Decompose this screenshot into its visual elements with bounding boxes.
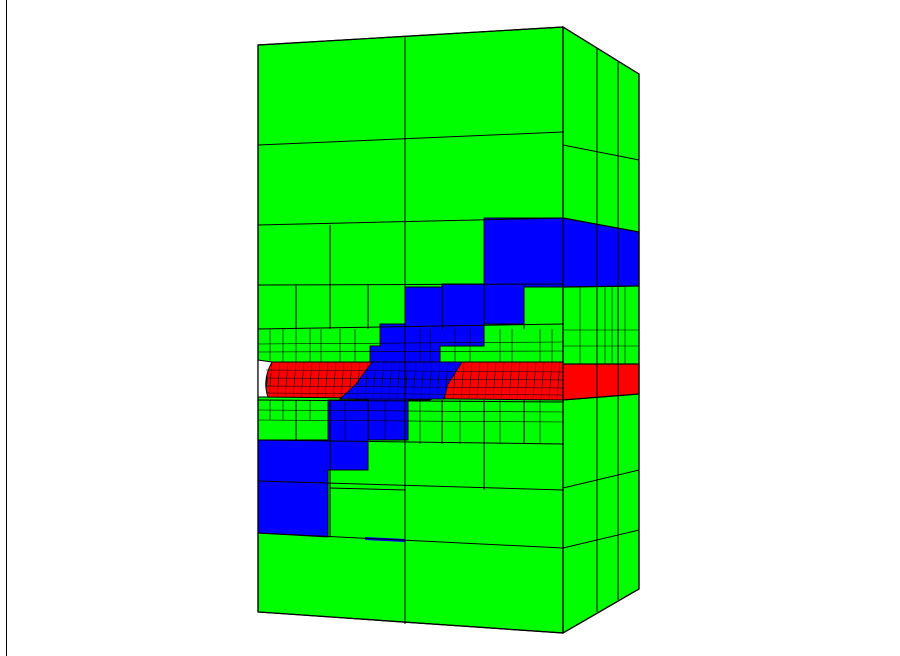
red-band-grid-line xyxy=(436,361,441,399)
red-band-grid-line xyxy=(492,361,497,399)
red-band-grid-line xyxy=(364,361,369,399)
red-band-grid-line xyxy=(508,361,513,399)
red-band-grid-line xyxy=(340,361,345,399)
red-band-fine-grid xyxy=(265,361,564,399)
red-band-grid-line xyxy=(452,361,457,399)
notch-gap xyxy=(257,359,273,398)
red-band-grid-line xyxy=(300,361,305,399)
red-band-grid-line xyxy=(380,361,385,399)
red-band-grid-line xyxy=(356,361,361,399)
red-band-grid-line xyxy=(265,369,564,373)
outline xyxy=(257,26,640,634)
red-band-grid-line xyxy=(268,361,273,399)
red-band-grid-line xyxy=(265,377,564,381)
red-band-grid-line xyxy=(292,361,297,399)
red-band-grid-line xyxy=(332,361,337,399)
red-band-grid-line xyxy=(484,361,489,399)
front-face xyxy=(257,26,564,634)
red-band-grid-line xyxy=(516,361,521,399)
red-band-grid-line xyxy=(388,361,393,399)
red-band-grid-line xyxy=(428,361,433,399)
red-band-grid-line xyxy=(276,361,281,399)
red-band-grid-line xyxy=(284,361,289,399)
front-grid-fine xyxy=(257,329,564,444)
red-band-grid-line xyxy=(265,385,564,389)
red-band-grid-line xyxy=(444,361,449,399)
red-band-grid-line xyxy=(372,361,377,399)
red-band-grid-line xyxy=(404,361,409,399)
red-band-grid-line xyxy=(308,361,313,399)
side-face xyxy=(562,25,640,635)
front-grid-major xyxy=(257,36,564,624)
red-band-grid-line xyxy=(396,361,401,399)
viewport-left-border xyxy=(6,0,7,656)
red-band-grid-line xyxy=(316,361,321,399)
red-band-grid-line xyxy=(476,361,481,399)
red-band-grid-line xyxy=(420,361,425,399)
red-band-grid-line xyxy=(500,361,505,399)
red-band-grid-line xyxy=(468,361,473,399)
red-band-grid-line xyxy=(460,361,465,399)
red-band-grid-line xyxy=(348,361,353,399)
red-band-grid-line xyxy=(265,392,564,396)
red-band-grid-line xyxy=(324,361,329,399)
red-band-grid-line xyxy=(412,361,417,399)
